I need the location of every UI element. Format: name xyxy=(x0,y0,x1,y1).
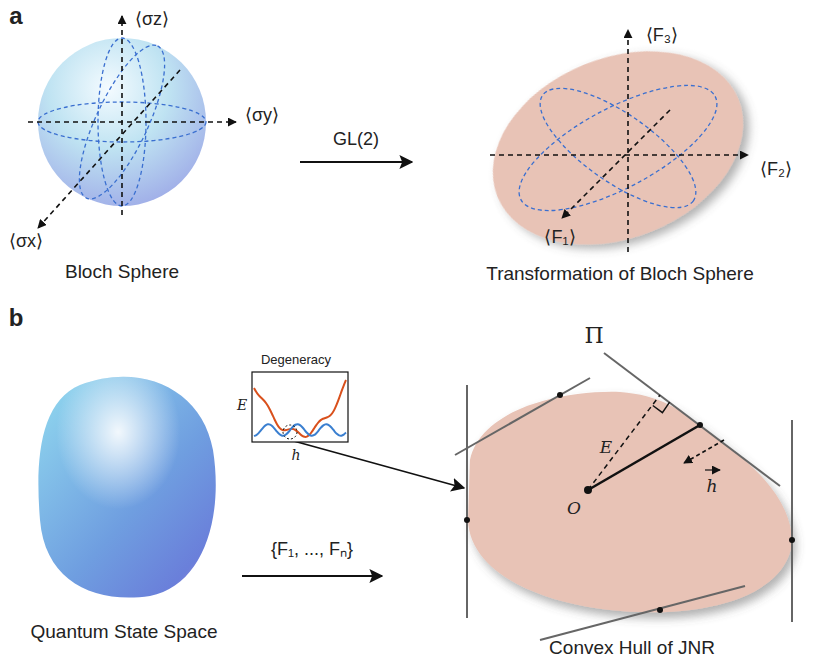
plane-label: Π xyxy=(584,324,603,348)
state-space-blob xyxy=(38,377,215,598)
map-label: {F₁, ..., Fₙ} xyxy=(271,540,353,560)
axis-label: ⟨σy⟩ xyxy=(245,106,279,126)
axis-label: E xyxy=(237,398,247,413)
caption: Convex Hull of JNR xyxy=(549,638,715,659)
caption: Transformation of Bloch Sphere xyxy=(486,264,754,285)
panel-letter: a xyxy=(9,3,22,29)
bloch-sphere xyxy=(28,16,236,228)
axis-label: h xyxy=(291,448,300,463)
transform-arrow xyxy=(300,161,412,163)
axis-label: ⟨σz⟩ xyxy=(135,10,169,30)
field-label: h xyxy=(707,477,718,496)
origin-label: O xyxy=(567,499,581,518)
leader-arrow xyxy=(290,440,464,488)
axis-label: ⟨F₃⟩ xyxy=(646,26,678,46)
map-label: GL(2) xyxy=(333,130,379,150)
inset-title: Degeneracy xyxy=(261,353,331,367)
axis-label: ⟨F₁⟩ xyxy=(544,228,575,248)
transformed-ellipsoid xyxy=(464,16,772,280)
panel-letter: b xyxy=(9,305,24,331)
axis-label: ⟨F₂⟩ xyxy=(760,160,792,180)
caption: Quantum State Space xyxy=(31,622,218,643)
axis-label: ⟨σx⟩ xyxy=(9,232,43,252)
map-arrow xyxy=(242,575,382,577)
energy-label: E xyxy=(600,438,612,457)
inset-plot: DegeneracyEh xyxy=(232,350,354,466)
convex-hull xyxy=(455,353,795,640)
caption: Bloch Sphere xyxy=(65,262,179,283)
